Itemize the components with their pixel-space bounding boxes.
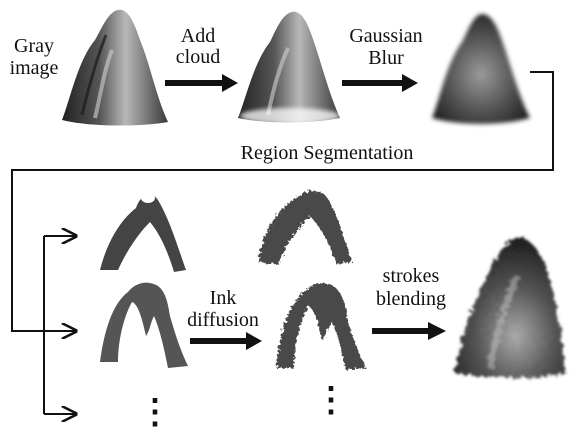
arrow-strokes-blending — [372, 322, 446, 340]
ellipsis-middle: ⋮ — [314, 382, 348, 419]
arrow-ink-diffusion — [190, 332, 262, 350]
label-gray-image-line2: image — [9, 57, 59, 79]
label-gray-image-line1: Gray — [14, 35, 54, 57]
arrow-add-cloud — [165, 74, 238, 92]
blurred-mountain — [432, 14, 530, 124]
label-add-cloud-line1: Add — [180, 25, 216, 47]
label-ink-line1: Ink — [209, 287, 237, 309]
label-gaussian-line2: Blur — [368, 47, 404, 69]
segment-region-middle — [100, 282, 188, 368]
label-ink-line2: diffusion — [187, 309, 259, 331]
label-strokes-line2: blending — [376, 288, 446, 310]
blended-painting — [454, 237, 566, 378]
segment-region-top — [100, 193, 186, 272]
ellipsis-left: ⋮ — [138, 394, 172, 431]
label-region-segmentation: Region Segmentation — [240, 142, 414, 164]
label-strokes-line1: strokes — [382, 265, 440, 287]
cloud-mountain — [238, 11, 340, 124]
diffused-region-middle — [276, 283, 366, 370]
diffused-region-top — [258, 190, 352, 264]
gray-image-mountain — [62, 9, 168, 126]
arrow-gaussian-blur — [342, 74, 418, 92]
label-add-cloud-line2: cloud — [175, 46, 221, 68]
segmentation-connector — [11, 71, 554, 414]
label-gaussian-line1: Gaussian — [349, 25, 423, 47]
